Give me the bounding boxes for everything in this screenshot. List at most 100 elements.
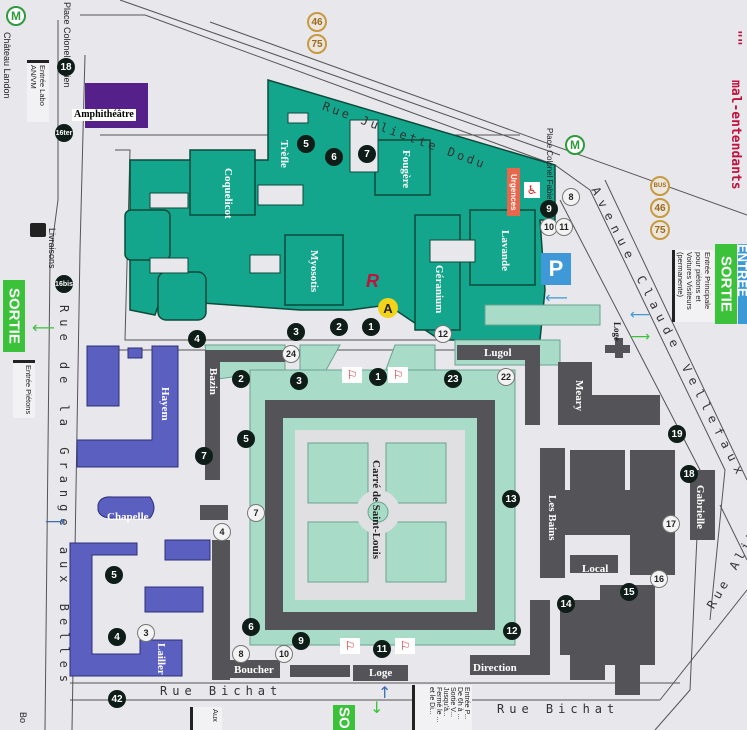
building-label-lugol: Lugol (484, 347, 512, 359)
circle-number-4: 4 (213, 523, 231, 541)
building-label-trefle: Trèfle (278, 140, 290, 168)
circle-number-3: 3 (137, 624, 155, 642)
wheelchair-icon: ♿ (524, 182, 540, 198)
metro-icon-chateau-landon: M (6, 6, 26, 26)
door-pin-23[interactable]: 23 (444, 370, 462, 388)
circle-number-8-top: 8 (562, 188, 580, 206)
entree-pietons-sign: Entrée Piétons (13, 360, 35, 418)
aux-bottom-sign: Aux (190, 707, 222, 730)
parking-sign: P (541, 253, 571, 285)
sortie-sign-left: SORTIE (3, 280, 25, 352)
entree-labo-sign: Entrée Labo AN/VM (27, 60, 49, 122)
circle-number-24: 24 (282, 345, 300, 363)
hearing-impaired-icon-3: ⚐ (340, 638, 360, 654)
door-pin-5-cloister[interactable]: 5 (237, 430, 255, 448)
building-label-amphitheatre: Amphithéâtre (72, 109, 136, 121)
building-label-myosotis: Myosotis (308, 250, 320, 293)
building-label-meary: Meary (573, 380, 585, 412)
circle-number-10-bottom: 10 (275, 645, 293, 663)
hearing-impaired-icon-4: ⚐ (395, 638, 415, 654)
loge-exit-arrow-icon: ↓ (370, 698, 384, 717)
door-pin-18[interactable]: 18 (57, 58, 75, 76)
door-pin-2-top[interactable]: 2 (330, 318, 348, 336)
side-quote: "" (728, 30, 743, 46)
sortie-sign-bottom: SO (333, 705, 355, 730)
street-label-grange-aux-belles: Rue de la Grange aux Belles (57, 305, 71, 690)
building-label-hayem: Hayem (159, 387, 171, 421)
amphitheatre-building (85, 83, 148, 128)
door-pin-6-bottom[interactable]: 6 (242, 618, 260, 636)
side-note-mal-entendants: mal-entendants (728, 80, 743, 190)
door-pin-4-lailler[interactable]: 4 (108, 628, 126, 646)
circle-number-17: 17 (662, 515, 680, 533)
urgences-sign: Urgences (507, 168, 520, 216)
circle-number-16: 16 (650, 570, 668, 588)
building-label-boucher: Boucher (234, 664, 274, 676)
circle-number-22: 22 (497, 368, 515, 386)
building-label-geranium: Géranium (433, 265, 445, 314)
bus-stop-icon-75: 75 (307, 34, 327, 54)
truck-icon (30, 223, 46, 237)
door-pin-14[interactable]: 14 (557, 595, 575, 613)
door-pin-3-top[interactable]: 3 (287, 323, 305, 341)
exit-arrow-left-icon: ⟵ (32, 318, 55, 337)
bus-stop-icon-75-right: 75 (650, 220, 670, 240)
door-pin-42[interactable]: 42 (108, 690, 126, 708)
building-label-coquelicot: Coquelicot (222, 168, 234, 219)
building-label-loge-bottom: Loge (369, 667, 393, 679)
door-pin-9-top[interactable]: 9 (540, 200, 558, 218)
building-label-les-bains: Les Bains (546, 495, 558, 541)
entree-bottom-sign: Entrée P... De 6h à ... Sortie V... Jusq… (412, 685, 472, 730)
bo-bottom-label: Bo (18, 712, 28, 724)
livraisons-label: Livraisons (47, 228, 57, 269)
circle-number-8-bottom: 8 (232, 645, 250, 663)
door-pin-12[interactable]: 12 (503, 622, 521, 640)
door-pin-13[interactable]: 13 (502, 490, 520, 508)
sortie-sign-right: SORTIE (715, 244, 737, 324)
door-pin-16ter[interactable]: 16ter (55, 124, 73, 142)
door-pin-7-top[interactable]: 7 (358, 145, 376, 163)
door-pin-1-top[interactable]: 1 (362, 318, 380, 336)
door-pin-5-lailler[interactable]: 5 (105, 566, 123, 584)
door-pin-16bis[interactable]: 16bis (55, 275, 73, 293)
place-colonel-fabien-top: Place Colonel Fabien (62, 2, 72, 88)
door-pin-19[interactable]: 19 (668, 425, 686, 443)
door-pin-2-bazin[interactable]: 2 (232, 370, 250, 388)
door-pin-3-cloister[interactable]: 3 (290, 372, 308, 390)
building-label-gabrielle: Gabrielle (694, 485, 706, 529)
parking-arrow-icon: ⟵ (545, 288, 568, 307)
entree-principale-sign: Entrée Principale pour piétons et Voitur… (672, 250, 714, 322)
hearing-impaired-icon-2: ⚐ (388, 367, 408, 383)
entree-sign-right: ENTREE (738, 244, 747, 324)
door-pin-18-gabrielle[interactable]: 18 (680, 465, 698, 483)
bus-stop-icon-46-right: 46 (650, 198, 670, 218)
circle-number-11-top: 11 (555, 218, 573, 236)
street-label-bichat-left: Rue Bichat (160, 684, 283, 698)
building-label-carre-saint-louis: Carré de Saint-Louis (370, 460, 382, 559)
place-colonel-fabien-right: Place Colonel Fabien (545, 128, 554, 205)
door-pin-9-bottom[interactable]: 9 (292, 632, 310, 650)
building-label-lailler: Lailler (155, 643, 167, 675)
door-pin-4-top[interactable]: 4 (188, 330, 206, 348)
circle-number-12: 12 (434, 325, 452, 343)
entree-arrow-right-icon: ⟵ (630, 307, 651, 323)
building-label-lavande: Lavande (499, 230, 511, 271)
marker-r: R (366, 271, 379, 291)
building-label-local: Local (582, 563, 609, 575)
door-pin-6[interactable]: 6 (325, 148, 343, 166)
bus-stop-icon-46: 46 (307, 12, 327, 32)
building-label-bazin: Bazin (207, 368, 219, 395)
bus-stop-icon-bus: BUS (650, 176, 670, 196)
loge-entrance-arrow-icon: ↑ (378, 683, 392, 702)
door-pin-1-cloister[interactable]: 1 (369, 368, 387, 386)
door-pin-15[interactable]: 15 (620, 583, 638, 601)
hearing-impaired-icon-1: ⚐ (342, 367, 362, 383)
building-label-loge-right: Loge (612, 322, 622, 341)
circle-number-7: 7 (247, 504, 265, 522)
door-pin-7-hayem[interactable]: 7 (195, 447, 213, 465)
door-pin-5-trefle[interactable]: 5 (297, 135, 315, 153)
door-pin-11[interactable]: 11 (373, 640, 391, 658)
metro-icon-colonel-fabien: M (565, 135, 585, 155)
